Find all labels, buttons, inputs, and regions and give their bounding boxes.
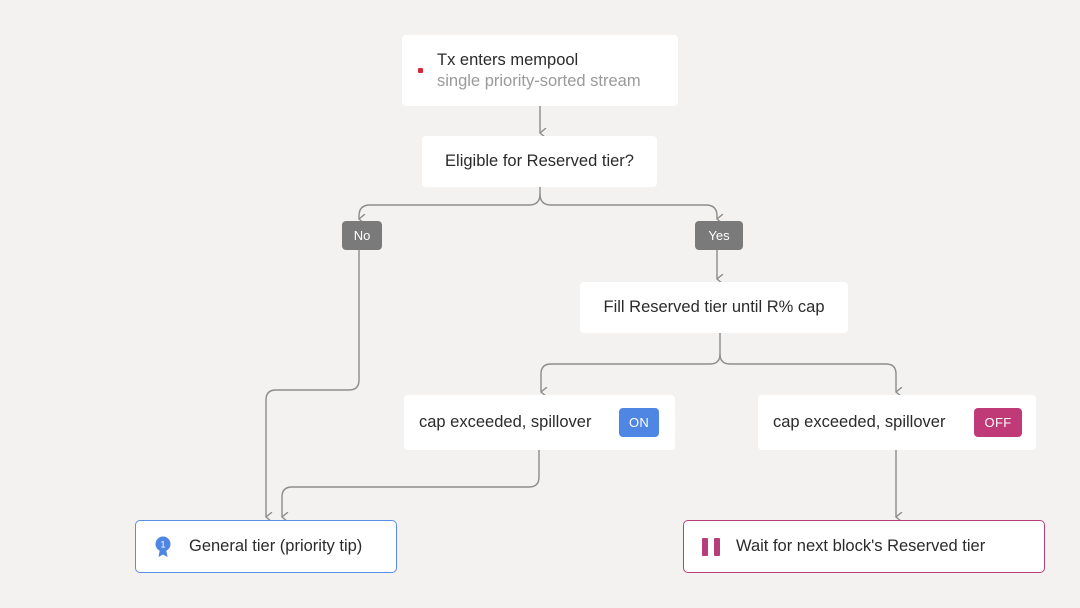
pause-icon	[702, 537, 720, 556]
edge-fill-to-spill-on	[540, 333, 721, 392]
edge-no-to-general	[265, 250, 360, 517]
eligible-decision-node: Eligible for Reserved tier?	[422, 136, 657, 187]
fill-reserved-node: Fill Reserved tier until R% cap	[580, 282, 848, 333]
spillover-on-node: cap exceeded, spillover ON	[404, 395, 675, 450]
spillover-on-label: cap exceeded, spillover	[419, 413, 592, 431]
spillover-off-node: cap exceeded, spillover OFF	[758, 395, 1036, 450]
fill-label: Fill Reserved tier until R% cap	[603, 298, 825, 316]
edge-spill-on-to-general	[281, 450, 540, 517]
branch-no-label: No	[342, 221, 382, 250]
spillover-on-badge: ON	[619, 408, 659, 437]
general-tier-node: 1 General tier (priority tip)	[135, 520, 397, 573]
start-subtitle: single priority-sorted stream	[437, 71, 641, 90]
start-title: Tx enters mempool	[437, 50, 579, 69]
general-tier-label: General tier (priority tip)	[189, 537, 363, 555]
wait-label: Wait for next block's Reserved tier	[736, 537, 986, 555]
eligible-label: Eligible for Reserved tier?	[445, 152, 634, 170]
start-node: Tx enters mempool single priority-sorted…	[402, 35, 678, 106]
edge-eligible-to-yes	[539, 193, 717, 219]
medal-number: 1	[160, 539, 165, 549]
edge-eligible-to-no	[358, 187, 541, 219]
wait-reserved-node: Wait for next block's Reserved tier	[683, 520, 1045, 573]
start-dot-icon	[418, 68, 423, 73]
medal-icon: 1	[155, 536, 171, 557]
edge-fill-to-spill-off	[719, 353, 896, 392]
spillover-off-label: cap exceeded, spillover	[773, 413, 946, 431]
spillover-off-badge: OFF	[974, 408, 1022, 437]
branch-yes-label: Yes	[695, 221, 743, 250]
